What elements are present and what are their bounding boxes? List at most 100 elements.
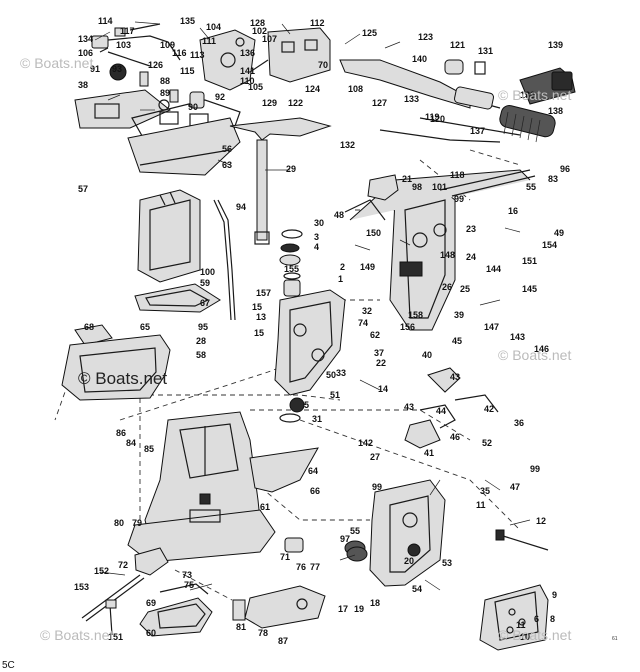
callout-150: 150 [366,228,381,238]
callout-70: 70 [318,60,328,70]
callout-143: 143 [510,332,525,342]
callout-89: 89 [160,88,170,98]
bracket-29-top [229,117,332,141]
callout-99: 99 [454,194,464,204]
callout-122: 122 [288,98,303,108]
callout-101: 101 [432,182,447,192]
callout-128: 128 [250,18,265,28]
callout-44: 44 [436,406,446,416]
callout-28: 28 [196,336,206,346]
steering-handle-group [229,117,332,297]
callout-12: 12 [536,516,546,526]
cowl-65 [61,334,171,401]
callout-1: 1 [338,274,343,284]
callout-154: 154 [542,240,557,250]
callout-46: 46 [450,432,460,442]
callout-49: 49 [554,228,564,238]
callout-96: 96 [560,164,570,174]
callout-142: 142 [358,438,373,448]
callout-99: 99 [372,482,382,492]
rod-135 [129,23,161,31]
drive-shaft-housing-61 [127,411,276,563]
callout-57: 57 [78,184,88,194]
plate-8 [479,584,549,651]
callout-104: 104 [206,22,221,32]
callout-76: 76 [296,562,306,572]
callout-32: 32 [362,306,372,316]
callout-40: 40 [422,350,432,360]
callout-16: 16 [508,206,518,216]
callout-114: 114 [98,16,113,26]
callout-62: 62 [370,330,380,340]
callout-151: 151 [522,256,537,266]
callout-75: 75 [184,580,194,590]
block-134 [91,35,109,49]
callout-15: 15 [252,302,262,312]
callout-158: 158 [408,310,423,320]
callout-153: 153 [74,582,89,592]
callout-77: 77 [310,562,320,572]
callout-65: 65 [140,322,150,332]
callout-111: 111 [202,36,216,46]
tube-94 [217,199,236,321]
callout-146: 146 [534,344,549,354]
callout-112: 112 [310,18,325,28]
throttle-arm-140 [339,59,471,109]
callout-73: 73 [182,570,192,580]
callout-106: 106 [78,48,93,58]
shift-lever-group [404,367,499,449]
callout-87: 87 [278,636,288,646]
callout-129: 129 [262,98,277,108]
callout-74: 74 [358,318,368,328]
callout-35: 35 [480,486,490,496]
callout-105: 105 [248,82,263,92]
callout-91: 91 [90,64,100,74]
box-59 [137,189,201,283]
callout-109: 109 [160,40,175,50]
callout-47: 47 [510,482,520,492]
callout-157: 157 [256,288,271,298]
callout-121: 121 [450,40,465,50]
plate-64 [249,447,319,493]
callout-66: 66 [310,486,320,496]
callout-72: 72 [118,560,128,570]
callout-30: 30 [314,218,324,228]
callout-14: 14 [378,384,388,394]
bracket-81 [232,599,246,621]
callout-55: 55 [350,526,360,536]
callout-119: 119 [425,112,440,122]
callout-61: 61 [260,502,270,512]
callout-6: 6 [534,614,539,624]
callout-29: 29 [286,164,296,174]
callout-79: 79 [132,518,142,528]
callout-127: 127 [372,98,387,108]
callout-51: 51 [330,390,340,400]
callout-56: 56 [222,144,232,154]
callout-126: 126 [148,60,163,70]
callout-39: 39 [454,310,464,320]
callout-156: 156 [400,322,415,332]
callout-54: 54 [412,584,422,594]
callout-130: 130 [520,90,535,100]
callout-69: 69 [146,598,156,608]
watermark-faint-top-left: © Boats.net [20,55,93,71]
callout-94: 94 [236,202,246,212]
callout-144: 144 [486,264,501,274]
callout-4: 4 [314,242,319,252]
callout-19: 19 [354,604,364,614]
callout-98: 98 [412,182,422,192]
latch-68 [74,324,113,346]
callout-125: 125 [362,28,377,38]
callout-88: 88 [160,76,170,86]
callout-43: 43 [450,372,460,382]
callout-33: 33 [336,368,346,378]
callout-43: 43 [404,402,414,412]
callout-117: 117 [120,26,135,36]
shaft-153 [81,574,141,619]
yoke-72 [134,547,169,576]
shaft-29 [256,139,268,241]
callout-118: 118 [450,170,465,180]
knob-91 [109,63,127,81]
callout-100: 100 [200,267,215,277]
